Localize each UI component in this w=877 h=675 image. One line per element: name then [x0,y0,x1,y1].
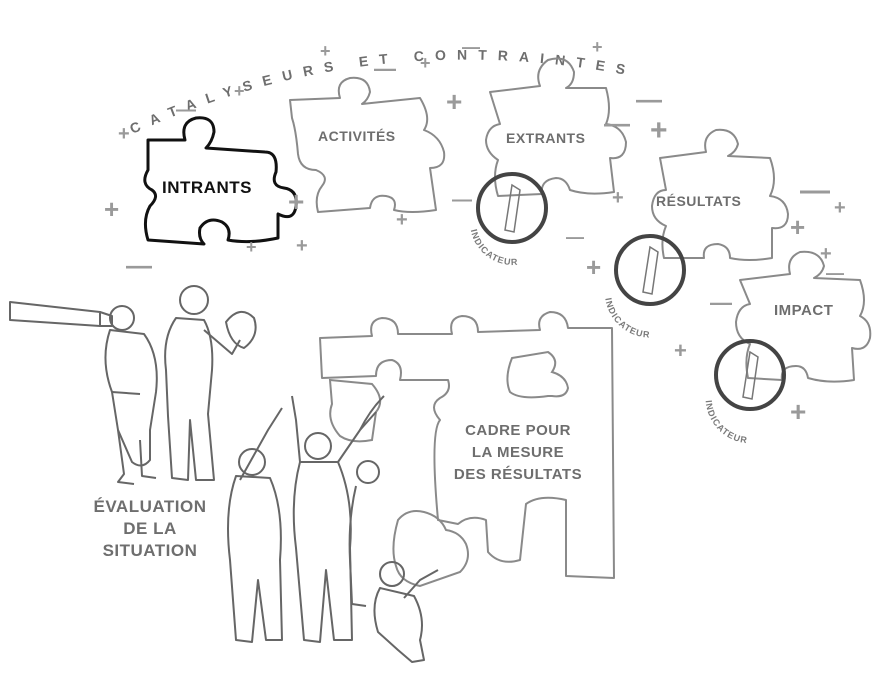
board-piece-bottom [392,510,469,588]
observers-with-telescope [9,285,257,485]
minus-icon: — [566,227,584,247]
plus-icon: + [420,53,431,73]
plus-icon: + [790,396,807,427]
board-piece-top-left [328,378,382,443]
minus-icon: — [374,56,396,81]
plus-icon: + [320,41,331,61]
plus-icon: + [674,338,687,363]
plus-icon: + [104,194,120,224]
intrants-puzzle-piece [143,116,298,246]
label-activites: ACTIVITÉS [318,128,396,144]
indicator-icon-extrants [476,172,548,244]
minus-icon: — [452,189,472,211]
indicator-label-1: INDICATEUR [469,228,519,267]
indicator-icon-impact [714,339,786,411]
plus-icon: + [586,252,602,282]
evaluation-line-1: ÉVALUATION [93,497,207,516]
plus-icon: + [834,197,846,219]
plus-icon: + [612,187,624,209]
extrants-puzzle-piece [485,57,627,197]
plus-icon: + [234,81,245,101]
label-extrants: EXTRANTS [506,130,586,146]
minus-icon: — [710,290,732,315]
impact-puzzle-piece [735,250,872,383]
plus-icon: + [246,237,257,257]
board-piece-top-right [506,350,570,399]
minus-icon: — [604,108,630,138]
plus-icon: + [820,243,832,265]
cadre-line-2: LA MESURE [471,444,565,461]
cadre-text: CADRE POUR LA MESURE DES RÉSULTATS [428,420,608,486]
evaluation-line-3: SITUATION [102,541,198,560]
minus-icon: — [126,250,152,280]
evaluation-text: ÉVALUATION DE LA SITUATION [70,496,230,562]
team-assembling-puzzle [227,395,439,663]
plus-icon: + [592,37,603,57]
resultats-puzzle-piece [651,128,789,261]
minus-icon: — [176,99,196,121]
minus-icon: — [826,263,844,283]
indicator-icon-resultats [614,234,686,306]
cadre-line-3: DES RÉSULTATS [453,466,583,483]
cadre-line-1: CADRE POUR [465,422,571,439]
plus-icon: + [446,86,463,117]
label-intrants: INTRANTS [162,178,252,197]
plus-icon: + [650,114,668,147]
plus-icon: + [288,186,305,217]
minus-icon: — [462,37,480,57]
plus-icon: + [790,212,806,242]
label-resultats: RÉSULTATS [656,193,742,209]
plus-icon: + [296,235,308,257]
framework-board [319,311,615,579]
minus-icon: — [800,174,830,207]
plus-icon: + [118,123,130,145]
activites-puzzle-piece [289,76,446,213]
label-impact: IMPACT [774,302,834,319]
minus-icon: — [636,84,662,114]
evaluation-line-2: DE LA [123,519,177,538]
plus-icon: + [396,209,408,231]
